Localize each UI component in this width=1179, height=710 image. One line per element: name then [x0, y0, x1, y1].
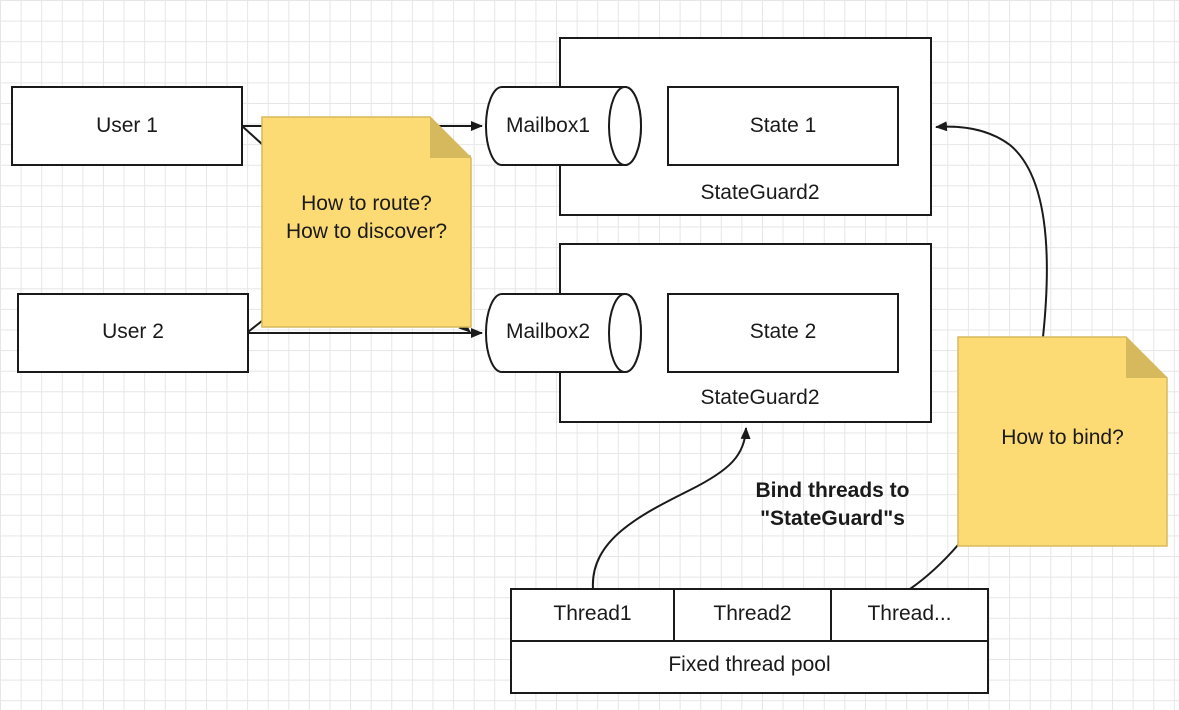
user2-label: User 2: [102, 320, 164, 343]
user1-label: User 1: [96, 114, 158, 137]
thread2-cell: Thread2: [713, 602, 792, 625]
state1-box[interactable]: [667, 86, 899, 166]
user1-box[interactable]: [11, 86, 243, 166]
stateguard2-label: StateGuard2: [700, 386, 820, 409]
state2-box[interactable]: [667, 293, 899, 373]
route-note-line2: How to discover?: [285, 220, 448, 243]
route-note-line1: How to route?: [301, 192, 432, 215]
bind-annotation-line2: "StateGuard"s: [760, 507, 905, 530]
thread-more-cell: Thread...: [867, 602, 952, 625]
mailbox1-label: Mailbox1: [505, 114, 591, 137]
route-note-text: How to route? How to discover?: [262, 190, 471, 246]
bind-note-text: How to bind?: [1001, 426, 1124, 449]
mailbox1-cylinder[interactable]: [485, 86, 642, 166]
route-note[interactable]: [261, 116, 472, 328]
bind-annotation: Bind threads to "StateGuard"s: [720, 477, 945, 533]
bind-note[interactable]: [957, 336, 1168, 547]
mailbox2-label: Mailbox2: [505, 320, 591, 343]
user2-box[interactable]: [17, 293, 249, 373]
state2-label: State 2: [749, 320, 817, 343]
bind-annotation-line1: Bind threads to: [755, 479, 910, 502]
thread-pool-label: Fixed thread pool: [668, 653, 831, 676]
thread-to-bind-note-line: [909, 544, 959, 590]
stateguard1-label: StateGuard2: [700, 181, 820, 204]
thread-to-stateguard-arrow: [591, 427, 751, 590]
state1-label: State 1: [749, 114, 817, 137]
mailbox2-cylinder[interactable]: [485, 293, 642, 373]
thread1-cell: Thread1: [553, 602, 632, 625]
thread-pool-box[interactable]: [510, 588, 989, 694]
bind-to-stateguard-arrow: [935, 121, 1048, 338]
